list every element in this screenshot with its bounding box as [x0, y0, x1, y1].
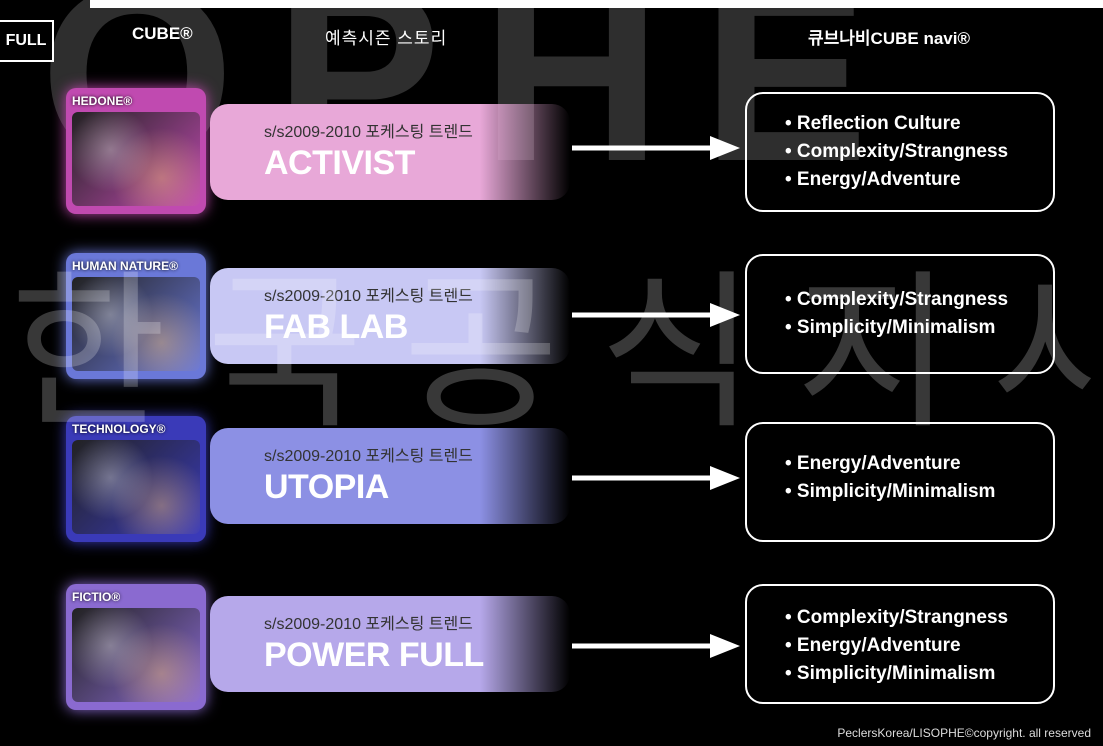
trend-subtitle: s/s2009-2010 포케스팅 트렌드	[264, 124, 473, 141]
navi-item: • Complexity/Strangness	[785, 607, 1009, 628]
cube-label: FICTIO®	[72, 590, 121, 604]
trend-band-activist: s/s2009-2010 포케스팅 트렌드 ACTIVIST	[210, 104, 570, 200]
trend-band-fab-lab: s/s2009-2010 포케스팅 트렌드 FAB LAB	[210, 268, 570, 364]
cube-label: HEDONE®	[72, 94, 133, 108]
top-bar	[90, 0, 1103, 8]
cube-collage	[72, 112, 200, 206]
arrow-icon	[572, 634, 740, 658]
header-story-label: 예측시즌 스토리	[325, 29, 448, 48]
header-navi-label: 큐브나비CUBE navi®	[808, 29, 970, 48]
cube-collage	[72, 608, 200, 702]
trend-band-power-full: s/s2009-2010 포케스팅 트렌드 POWER FULL	[210, 596, 570, 692]
navi-box: • Energy/Adventure • Simplicity/Minimali…	[745, 422, 1055, 542]
navi-box: • Reflection Culture • Complexity/Strang…	[745, 92, 1055, 212]
trend-title: FAB LAB	[264, 308, 408, 346]
cube-label: TECHNOLOGY®	[72, 422, 166, 436]
cube-image-hedone[interactable]: HEDONE®	[66, 88, 206, 214]
navi-item: • Reflection Culture	[785, 113, 961, 134]
arrow-icon	[572, 136, 740, 160]
navi-box: • Complexity/Strangness • Simplicity/Min…	[745, 254, 1055, 374]
cube-image-fictio[interactable]: FICTIO®	[66, 584, 206, 710]
navi-item: • Energy/Adventure	[785, 635, 961, 656]
navi-item: • Energy/Adventure	[785, 453, 961, 474]
navi-box: • Complexity/Strangness • Energy/Adventu…	[745, 584, 1055, 704]
trend-subtitle: s/s2009-2010 포케스팅 트렌드	[264, 288, 473, 305]
arrow-icon	[572, 466, 740, 490]
navi-item: • Simplicity/Minimalism	[785, 481, 996, 502]
cube-collage	[72, 277, 200, 371]
trend-title: UTOPIA	[264, 468, 389, 506]
copyright-text: PeclersKorea/LISOPHE©copyright. all rese…	[837, 726, 1091, 740]
navi-item: • Simplicity/Minimalism	[785, 663, 996, 684]
trend-subtitle: s/s2009-2010 포케스팅 트렌드	[264, 448, 473, 465]
navi-item: • Simplicity/Minimalism	[785, 317, 996, 338]
navi-item: • Energy/Adventure	[785, 169, 961, 190]
trend-band-utopia: s/s2009-2010 포케스팅 트렌드 UTOPIA	[210, 428, 570, 524]
header-cube-label: CUBE®	[132, 24, 193, 43]
navi-item: • Complexity/Strangness	[785, 289, 1009, 310]
full-button[interactable]: FULL	[0, 20, 54, 62]
cube-image-human-nature[interactable]: HUMAN NATURE®	[66, 253, 206, 379]
trend-title: POWER FULL	[264, 636, 484, 674]
cube-collage	[72, 440, 200, 534]
cube-image-technology[interactable]: TECHNOLOGY®	[66, 416, 206, 542]
cube-label: HUMAN NATURE®	[72, 259, 178, 273]
navi-item: • Complexity/Strangness	[785, 141, 1009, 162]
trend-title: ACTIVIST	[264, 144, 415, 182]
trend-subtitle: s/s2009-2010 포케스팅 트렌드	[264, 616, 473, 633]
arrow-icon	[572, 303, 740, 327]
